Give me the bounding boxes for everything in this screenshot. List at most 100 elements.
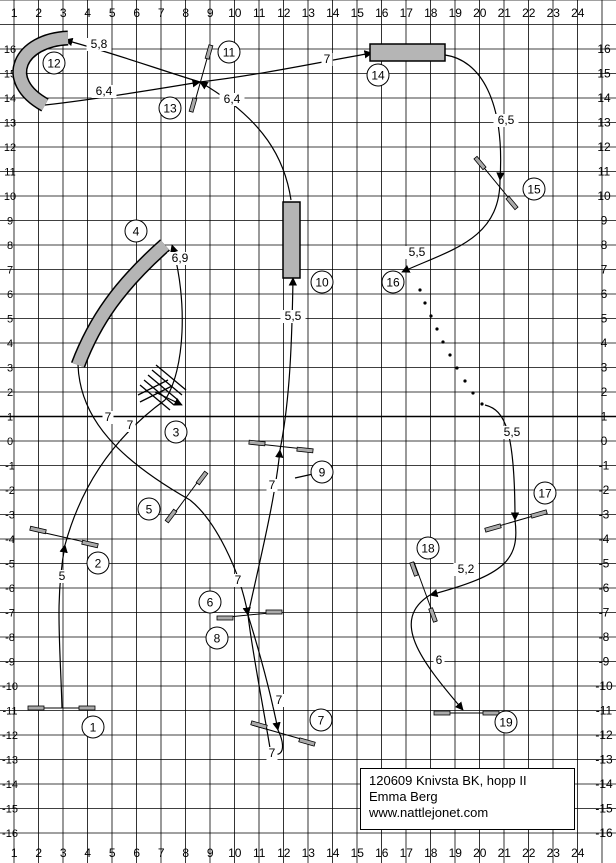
y-label-left: 14 [4,93,16,105]
svg-text:6: 6 [436,653,443,667]
svg-text:5,2: 5,2 [458,562,475,576]
jump-9 [248,439,314,454]
x-label-top: 18 [424,6,438,20]
obstacle-number-14: 14 [366,63,390,87]
svg-text:7: 7 [127,418,134,432]
svg-text:13: 13 [163,102,177,116]
x-label-bottom: 6 [133,846,140,860]
y-label-left: 7 [7,265,13,277]
y-label-right: 16 [597,42,611,56]
y-label-right: -7 [599,606,610,620]
y-label-right: -10 [595,679,613,693]
x-label-top: 21 [498,6,512,20]
obstacle-number-3: 3 [164,420,188,444]
x-label-top: 12 [277,6,291,20]
tunnel-12 [12,30,69,112]
svg-text:5: 5 [146,503,153,517]
x-label-bottom: 18 [424,846,438,860]
y-label-right: -13 [595,753,613,767]
y-label-right: 12 [597,140,611,154]
distance-label: 5 [56,569,68,583]
obstacle-number-11: 11 [217,40,241,64]
y-label-left: -8 [5,632,15,644]
jump-7 [250,720,316,747]
y-label-left: -10 [2,681,18,693]
svg-text:7: 7 [105,410,112,424]
distance-label: 5,8 [86,37,112,51]
y-label-left: 10 [4,191,16,203]
obstacle-number-2: 2 [86,551,110,575]
y-label-left: -9 [5,657,15,669]
obstacle-number-5: 5 [137,497,161,521]
x-label-bottom: 3 [60,846,67,860]
x-label-top: 4 [84,6,91,20]
obstacle-number-8: 8 [205,626,229,650]
y-label-left: 16 [4,44,16,56]
jump-5 [164,470,209,524]
y-label-right: -15 [595,802,613,816]
y-label-right: 14 [597,91,611,105]
svg-text:17: 17 [538,487,552,501]
svg-text:6,9: 6,9 [172,251,189,265]
x-label-top: 5 [109,6,116,20]
distance-label: 7 [273,693,285,707]
y-axis-labels-right: 161514131211109876543210-1-2-3-4-5-6-7-8… [595,42,613,840]
tunnel-4 [70,239,170,368]
x-label-top: 14 [326,6,340,20]
y-label-left: 0 [7,436,13,448]
y-label-left: 13 [4,118,16,130]
y-label-left: 8 [7,240,13,252]
jump-18 [409,561,438,623]
y-label-right: -1 [599,459,610,473]
dotted-path [418,288,484,406]
obstacle-number-4: 4 [124,219,148,243]
svg-text:16: 16 [386,276,400,290]
obstacle-number-18: 18 [416,536,440,560]
x-label-bottom: 13 [302,846,316,860]
y-label-left: -15 [2,804,18,816]
y-label-left: -11 [2,706,17,718]
x-label-top: 20 [473,6,487,20]
svg-text:7: 7 [318,714,325,728]
distance-label: 6,4 [219,92,245,106]
y-label-right: -5 [599,557,610,571]
x-label-top: 8 [182,6,189,20]
distance-label: 7 [124,418,136,432]
y-label-right: 11 [598,165,611,179]
distance-label: 6 [433,653,445,667]
x-label-bottom: 24 [571,846,585,860]
distance-label: 7 [266,478,278,492]
x-label-bottom: 16 [375,846,389,860]
x-label-top: 10 [228,6,242,20]
y-label-left: 5 [7,314,13,326]
y-label-left: -7 [5,608,15,620]
jump-19 [433,710,500,716]
jump-11-13 [188,44,214,113]
y-label-right: 10 [597,189,611,203]
svg-text:14: 14 [371,69,385,83]
svg-text:8: 8 [214,632,221,646]
x-label-bottom: 2 [35,846,42,860]
svg-text:7: 7 [269,478,276,492]
x-label-bottom: 7 [158,846,165,860]
y-label-left: -12 [2,730,18,742]
svg-text:5,8: 5,8 [91,37,108,51]
svg-text:7: 7 [235,573,242,587]
x-label-bottom: 20 [473,846,487,860]
y-label-right: -12 [595,728,613,742]
y-label-right: -4 [599,532,610,546]
x-label-top: 9 [207,6,214,20]
svg-text:2: 2 [95,557,102,571]
svg-text:5: 5 [59,569,66,583]
y-label-right: -2 [599,483,610,497]
svg-text:5,5: 5,5 [409,245,426,259]
obstacle-number-1: 1 [81,715,105,739]
x-label-top: 22 [522,6,536,20]
x-label-top: 6 [133,6,140,20]
info-author: Emma Berg [369,789,438,804]
obstacle-number-19: 19 [494,710,518,734]
x-label-bottom: 4 [84,846,91,860]
x-label-top: 1 [11,6,18,20]
